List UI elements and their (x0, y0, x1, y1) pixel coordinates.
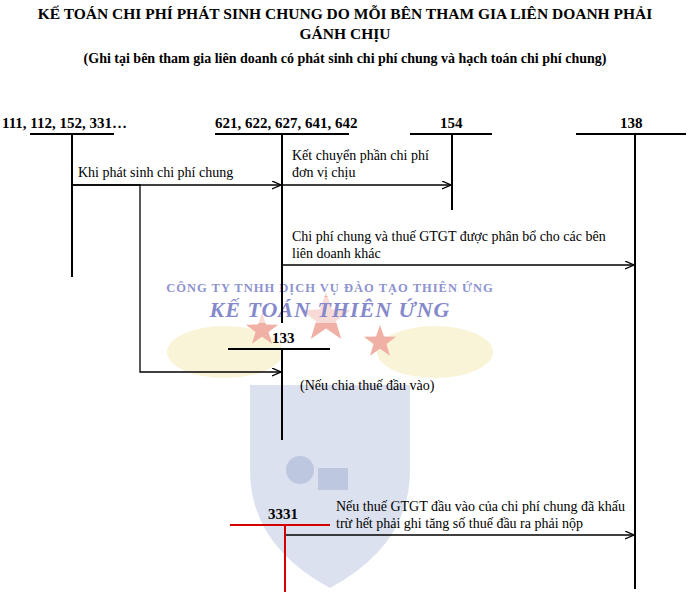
t-account-stem (451, 133, 453, 210)
shield-figure (286, 456, 314, 484)
t-account-stem (281, 133, 283, 323)
arrow-label: Nếu thuế GTGT đầu vào của chi phí chung … (336, 498, 628, 532)
account-number: 138 (574, 114, 688, 132)
posting-arrow (283, 184, 451, 185)
arrow-label: (Nếu chia thuế đầu vào) (300, 377, 490, 394)
t-account: 111, 112, 152, 331… (2, 114, 120, 279)
shield-screen (318, 468, 348, 490)
t-account-stem (281, 348, 283, 440)
t-account-bar (230, 524, 330, 526)
subtitle: (Ghi tại bên tham gia liên doanh có phát… (5, 50, 685, 68)
posting-arrow (73, 185, 281, 372)
star-shape (364, 325, 396, 356)
shield (250, 385, 410, 588)
watermark: KẾ TOÁN THIÊN ỨNG (200, 297, 460, 323)
t-account-stem (634, 133, 636, 589)
t-account-stem (284, 524, 286, 592)
t-account-bar (228, 348, 330, 350)
account-number: 154 (408, 114, 494, 132)
watermark: CÔNG TY TNHH DỊCH VỤ ĐÀO TẠO THIÊN ỨNG (150, 281, 510, 296)
posting-arrow (286, 534, 634, 535)
t-account: 3331 (230, 505, 332, 594)
t-account: 621, 622, 627, 641, 642 (213, 114, 381, 325)
star (364, 325, 396, 356)
t-account-bar (576, 133, 686, 135)
arrow-label: Khi phát sinh chi phí chung (78, 164, 278, 181)
account-number: 621, 622, 627, 641, 642 (213, 114, 381, 132)
arrow-label: Kết chuyển phần chi phí đơn vị chịu (292, 147, 434, 181)
title: KẾ TOÁN CHI PHÍ PHÁT SINH CHUNG DO MỖI B… (20, 4, 670, 44)
account-number: 133 (228, 329, 332, 347)
posting-arrow (283, 264, 634, 265)
t-account: 138 (574, 114, 688, 591)
account-number: 111, 112, 152, 331… (2, 114, 120, 132)
arrow-label: Chi phí chung và thuế GTGT được phân bổ … (292, 228, 622, 262)
t-account-stem (71, 133, 73, 277)
account-number: 3331 (230, 505, 332, 523)
wing-right (377, 326, 493, 378)
